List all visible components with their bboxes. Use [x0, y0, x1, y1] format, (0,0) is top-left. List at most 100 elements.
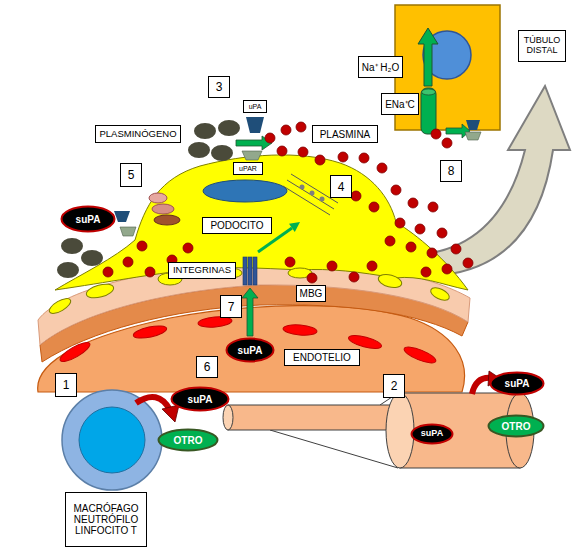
node-text: suPA [76, 214, 101, 225]
label-box: PODOCITO [202, 217, 272, 234]
molecule-ellipse: OTRO [157, 428, 219, 452]
immune-cell-nucleus [79, 407, 145, 473]
plasmin [437, 228, 447, 238]
actin-dot [320, 197, 325, 202]
label-box: MACRÓFAGO NEUTRÓFILO LINFOCITO T [65, 492, 147, 547]
vessel [228, 405, 396, 430]
endothelial-fenestra [132, 324, 167, 341]
callout-number: 3 [208, 76, 230, 98]
plasmin [298, 147, 308, 157]
plasmin [338, 152, 348, 162]
node-text: PODOCITO [210, 220, 263, 231]
upa-symbol [114, 211, 130, 222]
node-text: OTRO [174, 435, 203, 446]
node-text: uPA [249, 103, 262, 111]
vesicle [149, 193, 167, 203]
upar-symbol [465, 132, 481, 140]
node-text: PLASMINA [320, 129, 371, 140]
callout-number: 6 [196, 356, 218, 378]
integrin-bar [243, 257, 247, 285]
ellipse-shape [227, 339, 274, 362]
node-text: PLASMINÓGENO [99, 129, 176, 139]
label-box: INTEGRINAS [168, 262, 236, 279]
node-text: suPA [188, 394, 213, 405]
integrin-bar [248, 257, 252, 285]
node-text: INTEGRINAS [173, 265, 231, 275]
callout-number: 7 [220, 295, 242, 318]
callout-number: 5 [120, 163, 142, 187]
plasminogen [188, 142, 210, 158]
cytoskeleton [283, 186, 330, 215]
label-box: uPA [243, 100, 267, 113]
callout-number: 1 [55, 373, 77, 397]
plasmin [421, 267, 431, 277]
actin-dot [310, 191, 315, 196]
endothelial-fenestra [58, 339, 92, 365]
plasmin [351, 191, 361, 201]
integrin-bar [253, 257, 257, 285]
plasmin [406, 242, 416, 252]
node-text: suPA [238, 345, 263, 356]
label-box: ENDOTELIO [284, 349, 360, 366]
foot-process [377, 272, 403, 290]
plasmin [442, 138, 452, 148]
label-box: PLASMINA [312, 125, 378, 143]
node-text: MBG [300, 288, 323, 299]
node-text: suPA [421, 429, 443, 439]
flow-arrow [418, 28, 438, 86]
molecule-ellipse: suPA [225, 337, 275, 363]
plasmin [137, 241, 147, 251]
node-text: uPAR [239, 165, 257, 173]
vessel-end [223, 405, 233, 430]
ellipse-shape [172, 388, 229, 411]
plasmin [349, 272, 359, 282]
plasmin [265, 133, 275, 143]
plasmin [431, 129, 441, 139]
node-text: MACRÓFAGO NEUTRÓFILO LINFOCITO T [66, 503, 146, 536]
ellipse-shape [489, 416, 544, 437]
plasmin [123, 257, 133, 267]
molecule-ellipse: suPA [410, 423, 454, 445]
podocyte [55, 155, 468, 290]
vessel-end [386, 393, 414, 468]
zoom-line [270, 430, 398, 468]
plasmin [145, 267, 155, 277]
label-box: MBG [296, 285, 326, 302]
label-box: ENa⁺C [381, 93, 419, 115]
plasmin [427, 248, 437, 258]
ellipse-shape [159, 430, 218, 451]
node-text: ENa⁺C [385, 99, 415, 110]
cytoskeleton [287, 180, 334, 209]
node-text: suPA [505, 378, 530, 389]
molecule-ellipse: suPA [489, 371, 545, 396]
plasmin [442, 264, 452, 274]
plasmin [391, 185, 401, 195]
plasmin [103, 267, 113, 277]
enac-channel-top [422, 89, 436, 95]
plasmin [315, 155, 325, 165]
plasmin [463, 258, 473, 268]
plasminogen [81, 250, 103, 266]
plasmin [285, 257, 295, 267]
plasmin [359, 153, 369, 163]
plasmin [369, 202, 379, 212]
plasmin [277, 146, 287, 156]
plasminogen [211, 145, 233, 161]
plasmin [367, 261, 377, 271]
plasmin [281, 125, 291, 135]
ellipse-shape [412, 425, 453, 444]
plasminogen [57, 262, 79, 278]
label-box: TÚBULO DISTAL [518, 30, 566, 62]
plasmin [385, 236, 395, 246]
endothelial-fenestra [283, 324, 318, 337]
upar-symbol [242, 151, 262, 160]
node-text: TÚBULO DISTAL [519, 36, 565, 56]
node-text: Na⁺ H₂O [362, 62, 399, 73]
enac-channel [421, 88, 436, 134]
plasmin [451, 244, 461, 254]
plasmin [327, 261, 337, 271]
podocyte-nucleus [203, 180, 287, 202]
callout-number: 4 [330, 175, 352, 198]
